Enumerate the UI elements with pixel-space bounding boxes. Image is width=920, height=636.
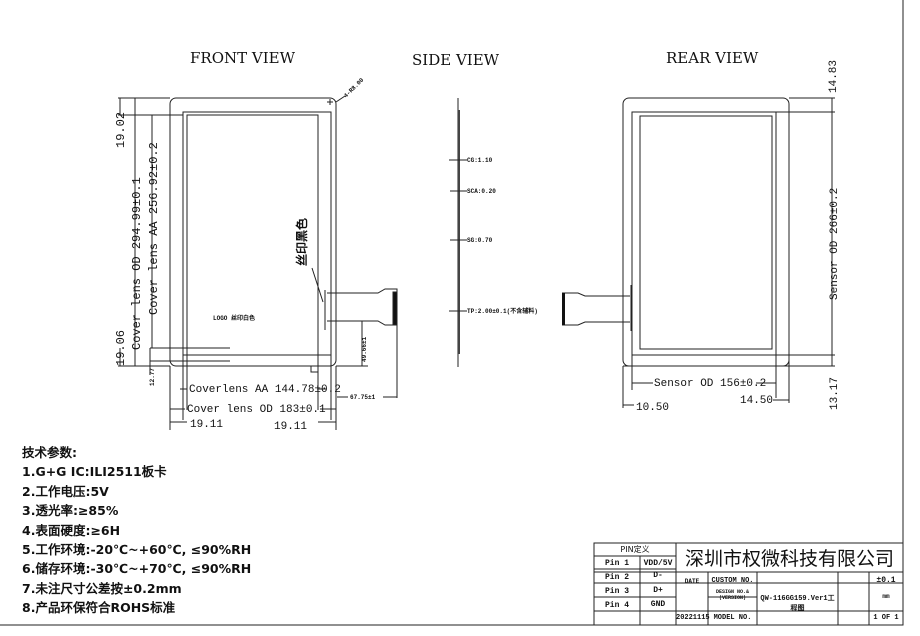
fpc-length-dim: 67.75±1 [350, 394, 376, 401]
rear-fpc-connector [562, 293, 565, 325]
sensor-outline [631, 111, 777, 356]
pin-function: D- [653, 571, 663, 580]
sg-thickness: SG:0.70 [467, 237, 493, 244]
front-view: 4-R8.00 19.02 Cover lens OD 294.99±0.1 C… [114, 76, 398, 433]
sensor-height-dim: Sensor OD 266±0.2 [829, 188, 841, 300]
spec-item: 1.G+G IC:ILI2511板卡 [22, 464, 167, 480]
tp-thickness: TP:2.00±0.1(不含辅料) [467, 307, 538, 315]
front-view-title: FRONT VIEW [190, 49, 296, 67]
aa-width-dim: Coverlens AA 144.78±0.2 [189, 384, 341, 396]
fpc-offset-dimension-lines [336, 320, 368, 367]
top-margin-dim: 19.02 [114, 112, 128, 148]
spec-item: 3.透光率:≥85% [22, 503, 119, 519]
sensor-width-dim: Sensor OD 156±0.2 [654, 378, 766, 390]
layer-leader-lines [449, 159, 467, 312]
od-width-dim: Cover lens OD 183±0.1 [187, 404, 326, 416]
rear-extension-lines [623, 97, 835, 367]
pin-name: Pin 1 [604, 559, 629, 568]
hole-leader-line [335, 95, 346, 103]
date-value: 20221115 [676, 614, 710, 622]
bottom-margin-dim: 19.06 [114, 330, 128, 366]
sca-thickness: SCA:0.20 [467, 188, 496, 195]
right-margin-dim: 19.11 [274, 421, 307, 433]
custom-no-label: CUSTOM NO. [711, 577, 754, 585]
rear-top-dim: 14.83 [828, 60, 840, 93]
title-block-column-lines [639, 543, 870, 625]
title-block-grid [593, 542, 904, 626]
cg-thickness: CG:1.10 [467, 157, 493, 164]
company-name: 深圳市权微科技有限公司 [684, 548, 894, 570]
spec-item: 5.工作环境:-20℃~+60℃, ≤90%RH [22, 542, 252, 558]
date-label: DATE [684, 578, 700, 585]
rear-outline [622, 97, 790, 367]
pin-function: VDD/5V [643, 559, 673, 568]
left-dimension-lines [118, 97, 183, 375]
fpc-offset-dim: 49.66±1 [361, 336, 368, 362]
drawing-name: QW-116GG159.Ver1工程图 [760, 595, 835, 613]
pin-header: PIN定义 [620, 545, 650, 554]
sheet-number: 1 OF 1 [873, 614, 899, 622]
rear-vertical-extension-lines [622, 333, 790, 408]
pin-name: Pin 3 [604, 587, 629, 596]
aa-height-dim: Cover lens AA 256.92±0.2 [147, 142, 161, 315]
pin-function: D+ [653, 586, 663, 595]
fpc-connector [392, 291, 398, 326]
unit: mm [882, 593, 890, 600]
bottom-small-dim: 12.77 [149, 368, 156, 386]
view-window [186, 114, 319, 356]
bottom-tab [310, 366, 319, 373]
title-block-border [593, 542, 904, 626]
cover-lens-outline [169, 97, 337, 367]
logo-note: LOGO 丝印白色 [213, 314, 255, 322]
side-profile-body [458, 110, 460, 354]
silk-black-note: 丝印黑色 [294, 218, 309, 266]
technical-specs: 技术参数: 1.G+G IC:ILI2511板卡 2.工作电压:5V 3.透光率… [22, 443, 251, 618]
spec-item: 4.表面硬度:≥6H [22, 522, 121, 538]
sensor-window [639, 115, 773, 350]
left-margin-dim: 19.11 [190, 419, 223, 431]
od-height-dim: Cover lens OD 294.99±0.1 [130, 177, 144, 350]
design-no-label: DESIGN NO.&(VERSION) [715, 589, 749, 601]
specs-title: 技术参数: [22, 445, 77, 460]
rear-right-dim: 14.50 [740, 395, 773, 407]
hole-dim: 4-R8.00 [342, 76, 365, 99]
spec-item: 7.未注尺寸公差按±0.2mm [22, 580, 182, 596]
side-view: CG:1.10 SCA:0.20 SG:0.70 TP:2.00±0.1(不含辅… [449, 98, 538, 367]
side-view-title: SIDE VIEW [412, 51, 500, 69]
rear-bottom-dim: 13.17 [829, 377, 841, 410]
spec-item: 6.储存环境:-30℃~+70℃, ≤90%RH [22, 561, 252, 577]
spec-item: 2.工作电压:5V [22, 483, 109, 499]
pin-name: Pin 2 [604, 573, 629, 582]
pin-function: GND [650, 600, 666, 609]
tolerance: ±0.1 [876, 576, 896, 585]
spec-item: 8.产品环保符合ROHS标准 [22, 600, 176, 616]
silk-note-leader-line [311, 267, 324, 303]
rear-left-dim: 10.50 [636, 402, 669, 414]
bottom-reference-lines [150, 347, 230, 362]
rear-view: 14.83 Sensor OD 266±0.2 13.17 Sensor OD … [562, 60, 841, 414]
pin-name: Pin 4 [604, 601, 629, 610]
rear-fpc-cable [562, 285, 632, 331]
rear-view-title: REAR VIEW [666, 49, 759, 67]
hole-marker-icon [327, 99, 333, 105]
extension-lines [169, 325, 398, 430]
model-no-label: MODEL NO. [713, 614, 752, 622]
title-block-row-lines [594, 555, 903, 612]
